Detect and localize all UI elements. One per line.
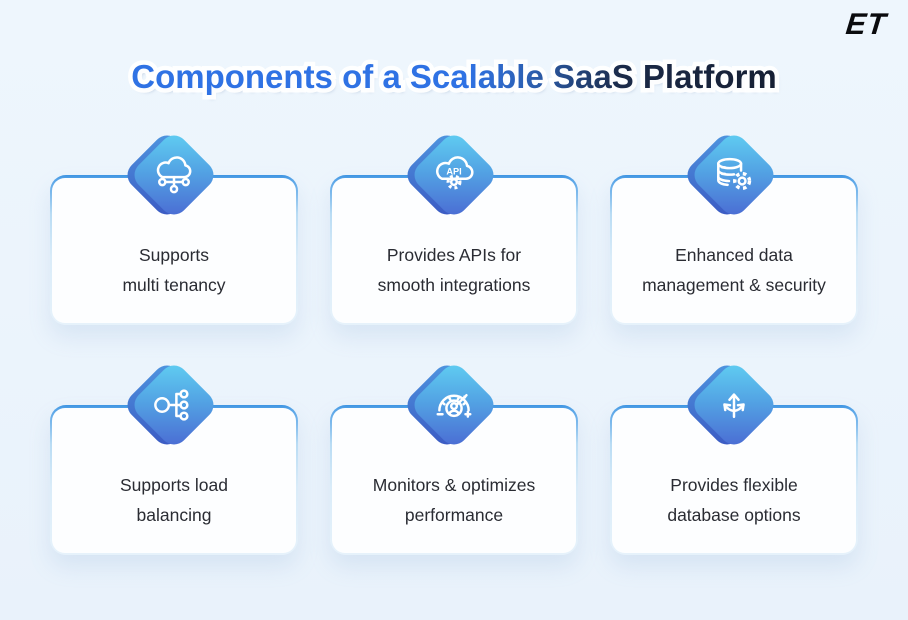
card-line2: balancing [136,505,212,525]
performance-gauge-icon [401,359,500,451]
card-line1: Supports load [120,475,228,495]
card-line2: multi tenancy [122,275,226,295]
api-cloud-icon: API [401,129,500,221]
page-title: Components of a Scalable SaaS Platform C… [0,54,908,100]
svg-text:API: API [446,166,461,176]
database-gear-icon [681,129,780,221]
card-performance: Monitors & optimizes performance [330,359,578,555]
card-line1: Monitors & optimizes [372,475,536,495]
card-grid: Supports multi tenancy API [50,129,858,555]
card-database-options: Provides flexible database options [610,359,858,555]
card-apis: API Provides APIs for smooth integration… [330,129,578,325]
card-line1: Supports [138,245,210,265]
card-line2: database options [667,505,801,525]
page-title-text: Components of a Scalable SaaS Platform [131,58,777,95]
card-load-balancing: Supports load balancing [50,359,298,555]
cloud-network-icon [121,129,220,221]
card-line2: management & security [642,275,826,295]
card-line2: smooth integrations [377,275,531,295]
card-line2: performance [404,505,504,525]
card-data-security: Enhanced data management & security [610,129,858,325]
card-multi-tenancy: Supports multi tenancy [50,129,298,325]
card-line1: Provides flexible [670,475,798,495]
card-line1: Enhanced data [675,245,793,265]
card-line1: Provides APIs for [386,245,522,265]
page-title-outline: Components of a Scalable SaaS Platform [0,54,908,100]
et-logo: ET [843,8,888,41]
load-balancer-icon [121,359,220,451]
split-arrows-icon [681,359,780,451]
